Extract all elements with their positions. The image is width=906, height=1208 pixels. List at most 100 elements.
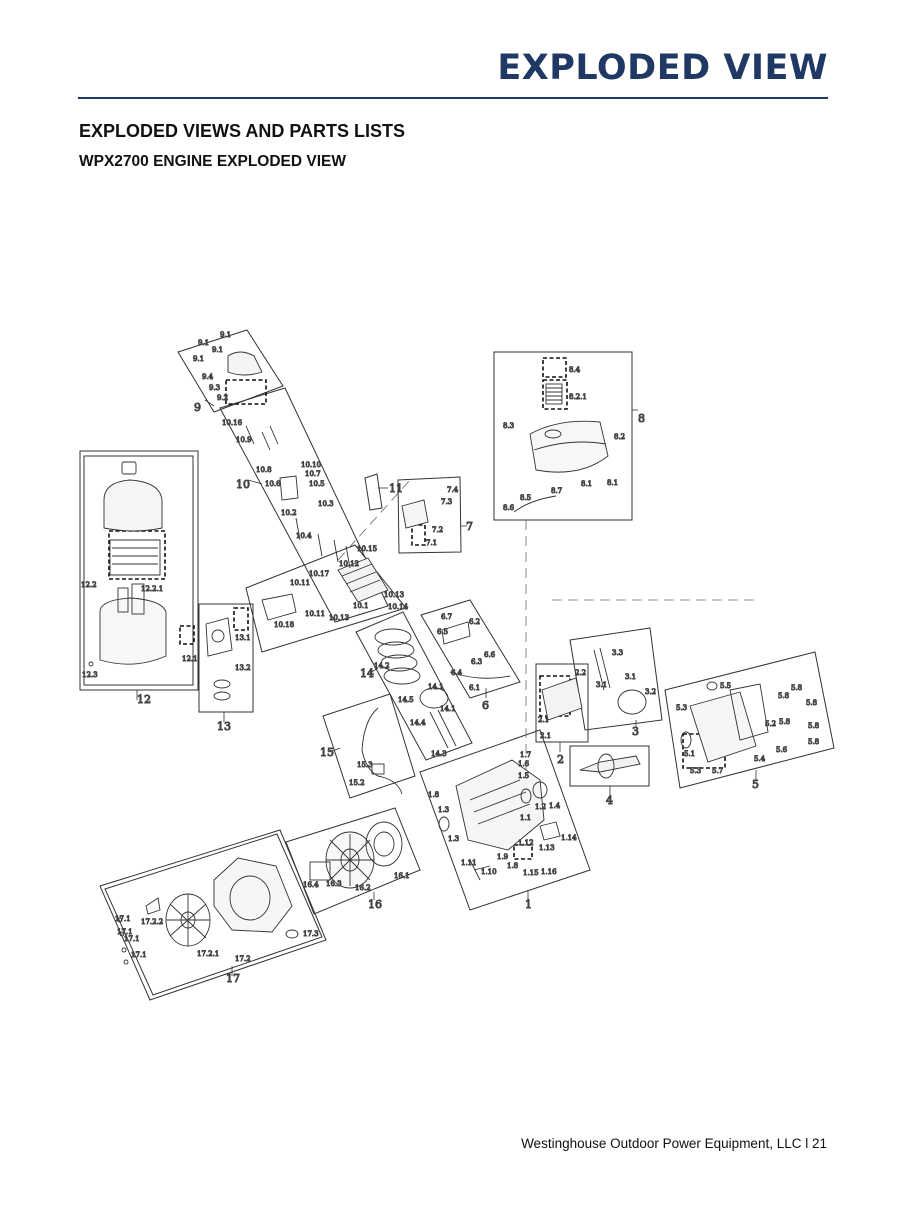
callout-1-8-a: 1.8 <box>428 791 439 799</box>
callout-10-7: 10.7 <box>305 470 321 478</box>
callout-1-5: 1.5 <box>518 772 529 780</box>
callout-10-10: 10.10 <box>301 461 321 469</box>
group-label-2: 2 <box>557 753 564 766</box>
callout-15-2: 15.2 <box>349 779 365 787</box>
callout-10-3: 10.3 <box>318 500 334 508</box>
callout-5-3-b: 5.3 <box>690 767 701 775</box>
group-label-6: 6 <box>482 699 489 712</box>
callout-10-9: 10.9 <box>236 436 252 444</box>
callout-3-3: 3.3 <box>612 649 623 657</box>
callout-3-2: 3.2 <box>645 688 656 696</box>
callout-6-4: 6.4 <box>451 669 463 677</box>
callout-10-17: 10.17 <box>309 570 329 578</box>
callout-1-8-b: 1.8 <box>507 862 518 870</box>
callout-8-2-1: 8.2.1 <box>569 393 587 401</box>
callout-1-3-a: 1.3 <box>438 806 449 814</box>
callout-10-4: 10.4 <box>296 532 312 540</box>
callout-8-7: 8.7 <box>551 487 562 495</box>
callout-8-1-b: 8.1 <box>607 479 618 487</box>
group-number-labels: 9 10 11 7 8 12 13 14 6 2 3 4 5 15 1 16 1… <box>137 401 760 986</box>
callout-9-2: 9.2 <box>217 394 228 402</box>
callout-5-8-a: 5.8 <box>791 684 802 692</box>
group-label-1: 1 <box>525 898 532 911</box>
callout-5-1: 5.1 <box>684 750 695 758</box>
callout-5-8-d: 5.8 <box>779 718 790 726</box>
callout-9-3: 9.3 <box>209 384 220 392</box>
group-label-12: 12 <box>137 693 151 706</box>
callout-13-2: 13.2 <box>235 664 251 672</box>
callout-1-14: 1.14 <box>561 834 577 842</box>
callout-16-2: 16.2 <box>355 884 371 892</box>
callout-14-4: 14.4 <box>410 719 426 727</box>
callout-14-1-b: 14.1 <box>440 705 456 713</box>
callout-16-4: 16.4 <box>303 881 319 889</box>
callout-9-1-c: 9.1 <box>193 355 204 363</box>
callout-10-8: 10.8 <box>256 466 272 474</box>
callout-10-2: 10.2 <box>281 509 297 517</box>
group-frames <box>79 329 835 1001</box>
callout-5-8-c: 5.8 <box>806 699 817 707</box>
callout-10-18: 10.18 <box>274 621 294 629</box>
callout-9-1-d: 9.1 <box>212 346 223 354</box>
callout-15-3: 15.3 <box>357 761 373 769</box>
callout-3-1-b: 3.1 <box>625 673 636 681</box>
callout-5-2: 5.2 <box>765 720 776 728</box>
callout-1-15: 1.15 <box>523 869 539 877</box>
callout-5-8-e: 5.8 <box>808 722 819 730</box>
callout-12-1: 12.1 <box>182 655 198 663</box>
callout-17-1-b: 17.1 <box>117 928 133 936</box>
callout-10-11-a: 10.11 <box>290 579 310 587</box>
callout-17-2: 17.2 <box>235 955 251 963</box>
callout-10-1: 10.1 <box>353 602 369 610</box>
callout-1-3-b: 1.3 <box>448 835 459 843</box>
callout-6-7: 6.7 <box>441 613 452 621</box>
group-label-9: 9 <box>194 401 201 414</box>
callout-1-12: 1.12 <box>518 839 534 847</box>
group-label-17: 17 <box>226 972 240 985</box>
callout-1-4: 1.4 <box>549 802 561 810</box>
group-label-7: 7 <box>466 520 473 533</box>
callout-9-1-a: 9.1 <box>198 339 209 347</box>
callout-3-1-a: 3.1 <box>596 681 607 689</box>
callout-16-1: 16.1 <box>394 872 410 880</box>
callout-1-13: 1.13 <box>539 844 555 852</box>
callout-1-2: 1.2 <box>535 803 546 811</box>
callout-9-4: 9.4 <box>202 373 214 381</box>
callout-13-1: 13.1 <box>235 634 251 642</box>
callout-12-3: 12.3 <box>82 671 98 679</box>
callout-6-3: 6.3 <box>471 658 482 666</box>
group-label-5: 5 <box>752 778 759 791</box>
callout-6-1: 6.1 <box>469 684 480 692</box>
callout-10-11-b: 10.11 <box>305 610 325 618</box>
group-label-13: 13 <box>217 720 231 733</box>
callout-7-2: 7.2 <box>432 526 443 534</box>
callout-14-1-a: 14.1 <box>428 683 444 691</box>
group-label-3: 3 <box>632 725 639 738</box>
part-sketches <box>88 351 769 965</box>
callout-7-4: 7.4 <box>447 486 459 494</box>
axis-lines <box>337 479 760 770</box>
group-label-8: 8 <box>638 412 645 425</box>
callout-10-12: 10.12 <box>339 560 359 568</box>
callout-17-1-d: 17.1 <box>131 951 147 959</box>
section-title: EXPLODED VIEWS AND PARTS LISTS <box>79 121 406 141</box>
callout-17-1-c: 17.1 <box>124 935 140 943</box>
callout-9-1-b: 9.1 <box>220 331 231 339</box>
callout-10-16: 10.16 <box>222 419 243 427</box>
group-label-10: 10 <box>236 478 250 491</box>
callout-10-13-b: 10.13 <box>329 614 349 622</box>
callout-10-5: 10.5 <box>309 480 325 488</box>
callout-2-1-b: 2.1 <box>540 732 551 740</box>
callout-14-3: 14.3 <box>431 750 447 758</box>
callout-5-3-a: 5.3 <box>676 704 687 712</box>
callout-8-1-a: 8.1 <box>581 480 592 488</box>
header-divider <box>78 97 828 99</box>
callout-5-7: 5.7 <box>712 767 723 775</box>
leader-lines <box>136 399 757 976</box>
callout-5-8-b: 5.8 <box>778 692 789 700</box>
callout-8-3: 8.3 <box>503 422 514 430</box>
callout-17-1-a: 17.1 <box>115 915 131 923</box>
page-header-title: EXPLODED VIEW <box>497 48 828 88</box>
callout-1-7: 1.7 <box>520 751 531 759</box>
